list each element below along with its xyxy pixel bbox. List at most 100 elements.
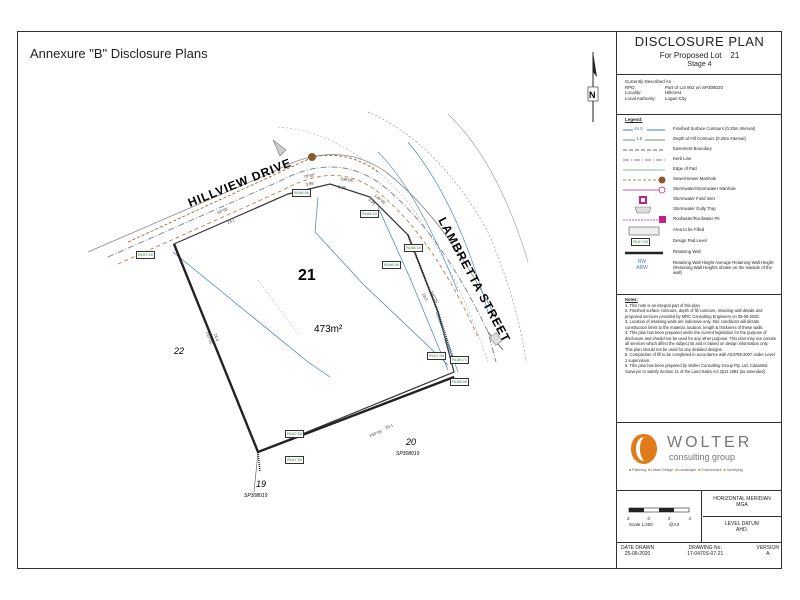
legend-text: Area to be Filled bbox=[673, 227, 705, 232]
legend-text: Retaining Wall Height Average Retaining … bbox=[673, 260, 774, 276]
notes-block: Notes: 1. This note is an integral part … bbox=[625, 297, 777, 374]
legend-text: Stormwater/Stormwater Manhole bbox=[673, 186, 736, 191]
drawing-number: DRAWING No.17-0470S-07-21 bbox=[687, 545, 723, 557]
note-item: 5. Compaction of fill to be completed in… bbox=[625, 352, 775, 363]
plan-area: Annexure "B" Disclosure Plans bbox=[18, 32, 616, 568]
title-block: DISCLOSURE PLAN For Proposed Lot 21 Stag… bbox=[616, 32, 782, 568]
scale-label: Scale 1:200 bbox=[629, 522, 653, 527]
legend-row: 46.0 Finished Surface Contours (0.25m In… bbox=[621, 125, 779, 135]
logo-subtitle: consulting group bbox=[669, 452, 736, 462]
arc-bearing-2: 108°05' bbox=[340, 176, 354, 183]
lot-number-label: 21 bbox=[298, 267, 316, 284]
pad-level: RL66.10 bbox=[360, 210, 380, 218]
adjacent-lot-19: 19 bbox=[256, 479, 266, 489]
authority-value: Logan City bbox=[665, 95, 687, 101]
pad-level: RL67.50 bbox=[285, 456, 305, 464]
note-item: 3. Location of retaining walls are indic… bbox=[625, 319, 764, 330]
length-bottom: 20.1 bbox=[385, 422, 395, 430]
datum-label: LEVEL DATUM bbox=[724, 521, 760, 527]
scale-tick: 0 bbox=[647, 516, 650, 521]
legend-symbol: RW ARW bbox=[636, 259, 648, 271]
legend-row: Easement Boundary bbox=[621, 145, 779, 155]
note-item: 1. This note is an integral part of this… bbox=[625, 302, 701, 308]
arc-bearing-3: 138°05' bbox=[373, 193, 387, 206]
plan-stage: Stage 4 bbox=[687, 61, 712, 68]
divider bbox=[617, 114, 782, 115]
pad-level: RL67.00 bbox=[285, 430, 305, 438]
services bbox=[127, 139, 504, 351]
arc-bearing-1: 78°05' bbox=[303, 172, 315, 179]
legend-row: RW ARW Retaining Wall Height Average Ret… bbox=[621, 259, 779, 281]
legend-row: Retaining Wall bbox=[621, 248, 779, 258]
legend-symbol: 46.0 bbox=[634, 126, 643, 131]
scale-tick: 4 bbox=[688, 516, 691, 521]
north-label: N bbox=[589, 90, 596, 100]
scale-bar-graphic bbox=[628, 507, 690, 513]
divider bbox=[703, 516, 781, 517]
subtitle-prefix: For Proposed Lot bbox=[659, 51, 722, 60]
pad-level: RL67.00 bbox=[427, 352, 447, 360]
logo-name: WOLTER bbox=[667, 434, 753, 451]
note-item: 2. Finished surface contours, depth of f… bbox=[625, 308, 763, 319]
arc-length-2: 3.96 bbox=[338, 184, 347, 190]
legend-row: Edge of Pad bbox=[621, 165, 779, 175]
pad-level: RL65.71 bbox=[450, 356, 470, 364]
bearing-left: 153°05' bbox=[205, 331, 214, 346]
legend-text: Sewer/Sewer Manhole bbox=[673, 176, 717, 181]
pad-level: RL67.00 bbox=[136, 251, 156, 259]
pad-level: RL66.00 bbox=[292, 189, 312, 197]
bearing-bottom: 243°05' bbox=[369, 429, 384, 438]
street-name-hillview: HILLVIEW DRIVE bbox=[186, 155, 294, 209]
meridian-value: MGA bbox=[736, 502, 748, 508]
date-drawn-value: 25-09-2020 bbox=[624, 551, 651, 557]
length-left: 24.0 bbox=[213, 333, 220, 343]
drawing-no-value: 17-0470S-07-21 bbox=[687, 551, 724, 557]
legend-row: Kerb Line bbox=[621, 155, 779, 165]
annexure-title: Annexure "B" Disclosure Plans bbox=[30, 46, 208, 61]
plan-subtitle: For Proposed Lot 21 bbox=[617, 51, 782, 60]
authority-label: Local Authority: bbox=[625, 95, 656, 101]
service-item: Surveying bbox=[726, 468, 743, 472]
pad-level: RL66.10 bbox=[404, 244, 424, 252]
scale-tick: 2 bbox=[627, 516, 630, 521]
service-item: Landscape bbox=[678, 468, 697, 472]
legend-text: Design Pad Level bbox=[673, 238, 707, 243]
service-item: Urban Design bbox=[651, 468, 674, 472]
legend-text: Kerb Line bbox=[673, 156, 692, 161]
legend-text: Retaining Wall bbox=[673, 249, 701, 254]
date-drawn-label: DATE DRAWN bbox=[621, 545, 655, 551]
datum-value: AHD. bbox=[736, 527, 748, 533]
service-item: Environment bbox=[701, 468, 722, 472]
adjacent-lot-19-plan: SP308019 bbox=[244, 493, 268, 499]
scale-ticks: 2 0 2 4 bbox=[627, 516, 691, 521]
legend-text: Roofwater/Roofwater Pit bbox=[673, 216, 720, 221]
lot-area-label: 473m² bbox=[314, 324, 343, 335]
arc-length-1: 3.96 bbox=[305, 181, 314, 187]
locality-value: Hillcrest bbox=[665, 90, 682, 96]
level-datum: LEVEL DATUM AHD. bbox=[703, 521, 781, 533]
legend-row: Sewer/Sewer Manhole bbox=[621, 175, 779, 185]
legend-text: Stormwater Gully Trap bbox=[673, 206, 716, 211]
version-value: A bbox=[766, 551, 770, 557]
pad-level: RL66.00 bbox=[382, 261, 402, 269]
rpd-value: Part of Lot 902 on SP308020 bbox=[665, 84, 724, 90]
legend-text: Depth of Fill Contours (0.25m Interval) bbox=[673, 136, 746, 141]
divider bbox=[617, 422, 782, 423]
adjacent-lot-22: 22 bbox=[173, 346, 184, 356]
field-inlet-icon bbox=[489, 332, 503, 346]
company-logo: WOLTER consulting group ■ Planning ■ Urb… bbox=[629, 430, 779, 478]
length-top: 14.1 bbox=[227, 217, 237, 225]
site-plan-drawing: HILLVIEW DRIVE LAMBRETTA STREET 21 473m²… bbox=[87, 52, 599, 499]
service-item: Planning bbox=[632, 468, 647, 472]
divider bbox=[701, 490, 702, 542]
legend-row: Stormwater Field Inlet bbox=[621, 195, 779, 205]
legend-text: Finished Surface Contours (0.25m Interva… bbox=[673, 126, 756, 131]
legend-symbol: RL67.00 bbox=[631, 238, 651, 246]
arc-length-3: 3.96 bbox=[367, 197, 377, 206]
subtitle-lot: 21 bbox=[730, 51, 740, 60]
logo-services: ■ Planning ■ Urban Design ■ Landscape ■ … bbox=[629, 468, 743, 472]
scale-tick: 2 bbox=[667, 516, 671, 521]
meridian-label: HORIZONTAL MERIDIAN bbox=[713, 496, 771, 502]
